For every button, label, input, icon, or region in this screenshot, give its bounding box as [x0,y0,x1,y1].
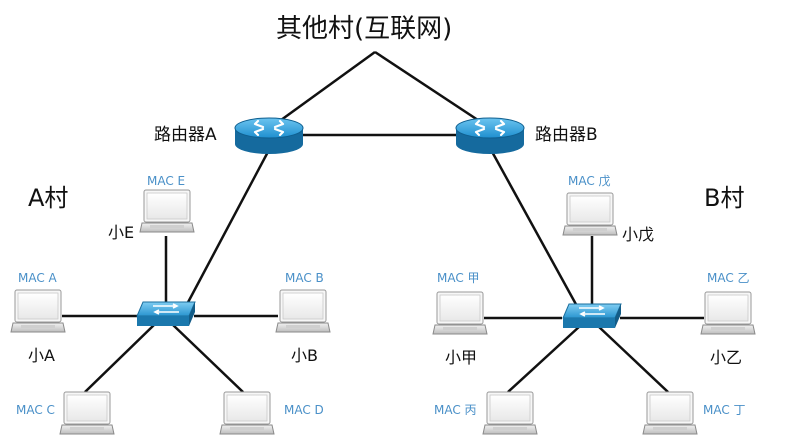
laptop-e-icon [139,189,195,233]
person-b-label: 小B [291,346,318,365]
mac-bing-label: MAC 丙 [434,403,477,417]
laptop-b-icon [275,289,331,333]
mac-yi-label: MAC 乙 [707,271,750,285]
laptop-bing-icon [482,391,538,435]
person-jia-label: 小甲 [445,348,478,367]
link-internet-router-b [374,50,491,130]
laptop-wu-icon [562,192,618,236]
link-router-a-switch-a [183,147,272,309]
mac-b-label: MAC B [285,271,324,285]
person-a-label: 小A [28,346,55,365]
laptop-c-icon [59,391,115,435]
router-a-label: 路由器A [154,125,217,145]
laptop-yi-icon [700,291,756,335]
village-a-label: A村 [28,184,69,212]
links [62,50,704,393]
village-b-label: B村 [704,184,745,212]
link-switch-b-pc-bing [507,325,581,393]
link-router-b-switch-b [488,147,580,309]
link-switch-a-pc-c [84,323,156,393]
router-b-icon [455,117,525,154]
laptop-d-icon [219,391,275,435]
mac-c-label: MAC C [16,403,55,417]
mac-a-label: MAC A [18,271,57,285]
person-e-label: 小E [108,223,135,242]
person-yi-label: 小乙 [710,348,743,367]
internet-title: 其他村(互联网) [276,14,453,44]
switch-b-icon [562,303,622,328]
laptops [10,189,756,435]
person-wu-label: 小戊 [622,225,655,244]
mac-wu-label: MAC 戊 [568,174,611,188]
laptop-ding-icon [642,391,698,435]
mac-d-label: MAC D [284,403,324,417]
laptop-jia-icon [432,291,488,335]
link-switch-b-pc-ding [597,325,669,393]
mac-e-label: MAC E [147,174,186,188]
router-b-label: 路由器B [535,125,598,145]
mac-ding-label: MAC 丁 [703,403,746,417]
router-a-icon [234,117,304,154]
laptop-a-icon [10,289,66,333]
link-switch-a-pc-d [171,323,244,393]
mac-jia-label: MAC 甲 [437,271,480,285]
switch-a-icon [136,301,196,326]
link-internet-router-a [269,50,376,130]
